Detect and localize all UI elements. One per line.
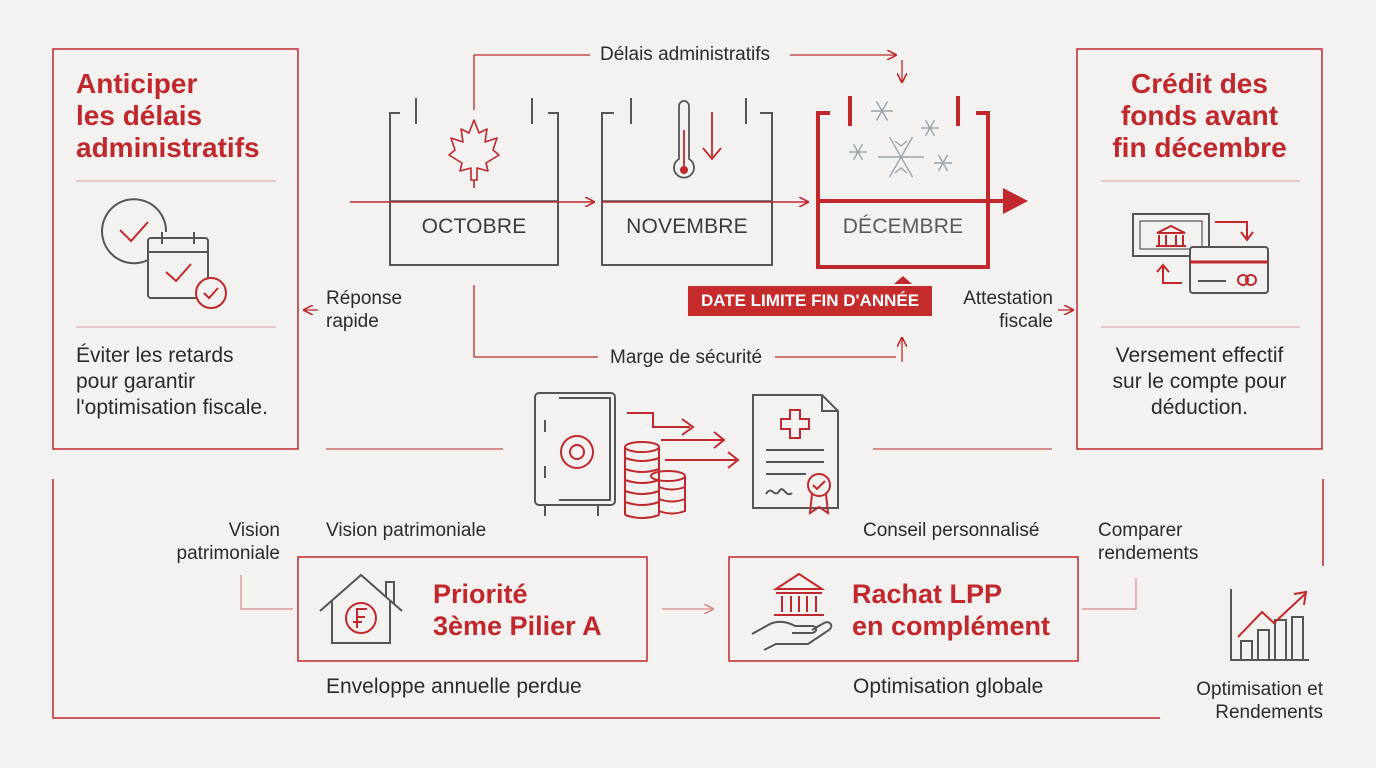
money-transfer-icon: [1132, 213, 1269, 294]
transfer-arrows-icon: [627, 412, 740, 469]
priority-title-line: 3ème Pilier A: [433, 611, 602, 641]
comparer-line: Comparer: [1098, 520, 1183, 541]
lpp-box-title: Rachat LPP en complément: [852, 578, 1050, 642]
house-franc-icon: [319, 573, 403, 644]
clock-calendar-icon: [101, 198, 227, 309]
priority-box-title: Priorité 3ème Pilier A: [433, 578, 602, 642]
left-panel-description: Éviter les retards pour garantir l'optim…: [76, 343, 268, 421]
comparer-line: rendements: [1098, 543, 1199, 564]
right-title-line: Crédit des: [1131, 68, 1268, 99]
right-panel-title: Crédit des fonds avant fin décembre: [1077, 68, 1322, 164]
left-panel-title: Anticiper les délais administratifs: [76, 68, 260, 164]
priority-caption: Enveloppe annuelle perdue: [326, 675, 582, 698]
reponse-label: Réponse rapide: [326, 287, 402, 333]
comparer-label: Comparer rendements: [1098, 519, 1198, 565]
thermometer-down-icon: [673, 100, 722, 179]
coins-icon: [624, 441, 686, 519]
right-panel-frame: [1076, 48, 1323, 450]
month-novembre: NOVEMBRE: [626, 215, 748, 238]
chart-caption-line: Optimisation et: [1196, 679, 1323, 700]
right-description-line: sur le compte pour: [1112, 370, 1287, 393]
left-title-line: les délais: [76, 100, 203, 131]
left-panel-frame: [52, 48, 299, 450]
growth-chart-icon: [1230, 589, 1309, 661]
lpp-title-line: en complément: [852, 611, 1051, 641]
priority-title-line: Priorité: [433, 579, 528, 609]
lpp-box-frame: [728, 556, 1079, 662]
left-title-line: administratifs: [76, 132, 260, 163]
maple-leaf-icon: [448, 119, 500, 188]
marge-label: Marge de sécurité: [610, 347, 763, 368]
right-description-line: Versement effectif: [1115, 344, 1284, 367]
priority-box-frame: [297, 556, 648, 662]
right-title-line: fin décembre: [1112, 132, 1287, 163]
chart-caption: Optimisation et Rendements: [1160, 678, 1323, 724]
right-panel-description: Versement effectif sur le compte pour dé…: [1077, 343, 1322, 421]
right-title-line: fonds avant: [1120, 100, 1279, 131]
lpp-title-line: Rachat LPP: [852, 579, 1003, 609]
left-description-line: l'optimisation fiscale.: [76, 396, 268, 419]
attestation-label: Attestation fiscale: [940, 287, 1053, 333]
vision-outer-line: patrimoniale: [176, 543, 281, 564]
month-octobre: OCTOBRE: [421, 215, 527, 238]
attestation-label-line: fiscale: [999, 311, 1053, 332]
bank-hand-icon: [751, 572, 833, 651]
left-title-line: Anticiper: [76, 68, 198, 99]
left-description-line: pour garantir: [76, 370, 196, 393]
month-decembre: DÉCEMBRE: [842, 215, 964, 238]
lpp-caption: Optimisation globale: [853, 675, 1044, 698]
left-description-line: Éviter les retards: [76, 344, 234, 367]
snowflake-icons: [849, 101, 952, 178]
chart-caption-line: Rendements: [1215, 702, 1323, 723]
calendar-octobre: [389, 98, 559, 266]
insurance-document-icon: [752, 394, 839, 516]
vision-outer-line: Vision: [228, 520, 280, 541]
vision-inner-label: Vision patrimoniale: [326, 520, 487, 541]
reponse-label-line: rapide: [326, 311, 379, 332]
delais-label: Délais administratifs: [600, 44, 770, 65]
calendar-decembre: [816, 96, 990, 269]
deadline-badge: DATE LIMITE FIN D'ANNÉE: [688, 286, 932, 316]
safe-icon: [534, 392, 616, 516]
vision-outer-label: Vision patrimoniale: [150, 519, 281, 565]
calendar-novembre: [601, 98, 773, 266]
right-description-line: déduction.: [1151, 396, 1248, 419]
reponse-label-line: Réponse: [326, 288, 403, 309]
conseil-label: Conseil personnalisé: [863, 520, 1040, 541]
attestation-label-line: Attestation: [963, 288, 1053, 309]
